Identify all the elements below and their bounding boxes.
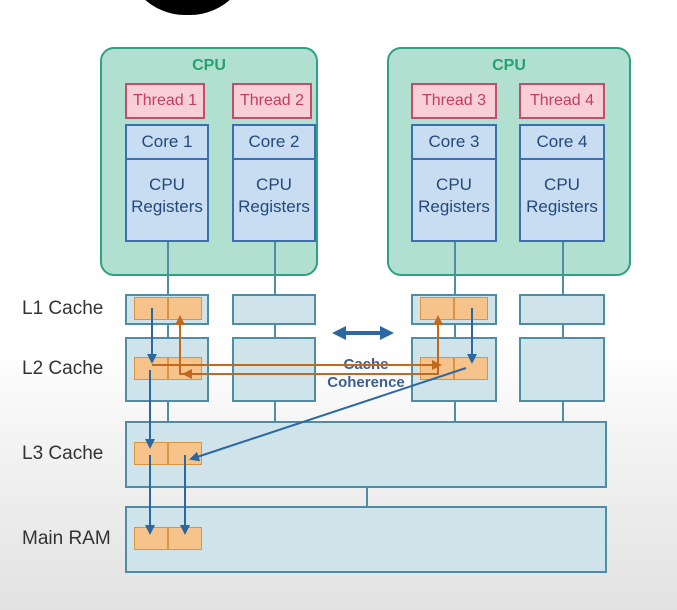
connector-l2-l3-2 <box>274 401 276 421</box>
core-4: Core 4 CPU Registers <box>519 124 605 242</box>
core-4-label: Core 4 <box>521 126 603 160</box>
label-l1-cache: L1 Cache <box>22 298 104 319</box>
core-2-label: Core 2 <box>234 126 314 160</box>
core-4-registers: CPU Registers <box>526 175 598 216</box>
l2-cache-2 <box>232 337 316 402</box>
coherence-line-2: Coherence <box>327 374 405 391</box>
connector-l2-l3-3 <box>454 401 456 421</box>
main-ram <box>125 506 607 573</box>
arrow-core3-l2-to-l3 <box>189 367 467 462</box>
l1-cache-2 <box>232 294 316 325</box>
core-1-label: Core 1 <box>127 126 207 160</box>
cpu-2-title: CPU <box>492 57 526 74</box>
thread-4: Thread 4 <box>519 83 605 119</box>
core-3-registers: CPU Registers <box>418 175 490 216</box>
core-3-label: Core 3 <box>413 126 495 160</box>
connector-l2-l3-4 <box>562 401 564 421</box>
label-main-ram: Main RAM <box>22 528 111 549</box>
connector-l1-l2-3 <box>454 324 456 337</box>
core-1-registers: CPU Registers <box>131 175 203 216</box>
thread-3: Thread 3 <box>411 83 497 119</box>
connector-core3-l1 <box>454 242 456 294</box>
connector-l2-l3-1 <box>167 401 169 421</box>
thread-1: Thread 1 <box>125 83 205 119</box>
l1-cache-4 <box>519 294 605 325</box>
connector-l1-l2-2 <box>274 324 276 337</box>
cache-line-slot <box>168 297 202 320</box>
core-1: Core 1 CPU Registers <box>125 124 209 242</box>
core-2-registers: CPU Registers <box>238 175 310 216</box>
connector-l1-l2-4 <box>562 324 564 337</box>
connector-core1-l1 <box>167 242 169 294</box>
label-l3-cache: L3 Cache <box>22 443 104 464</box>
cpu-1-title: CPU <box>192 57 226 74</box>
connector-l3-ram <box>366 487 368 506</box>
core-3: Core 3 CPU Registers <box>411 124 497 242</box>
core-2: Core 2 CPU Registers <box>232 124 316 242</box>
connector-l1-l2-1 <box>167 324 169 337</box>
label-l2-cache: L2 Cache <box>22 358 104 379</box>
thread-2: Thread 2 <box>232 83 312 119</box>
l2-cache-4 <box>519 337 605 402</box>
connector-core4-l1 <box>562 242 564 294</box>
connector-core2-l1 <box>274 242 276 294</box>
